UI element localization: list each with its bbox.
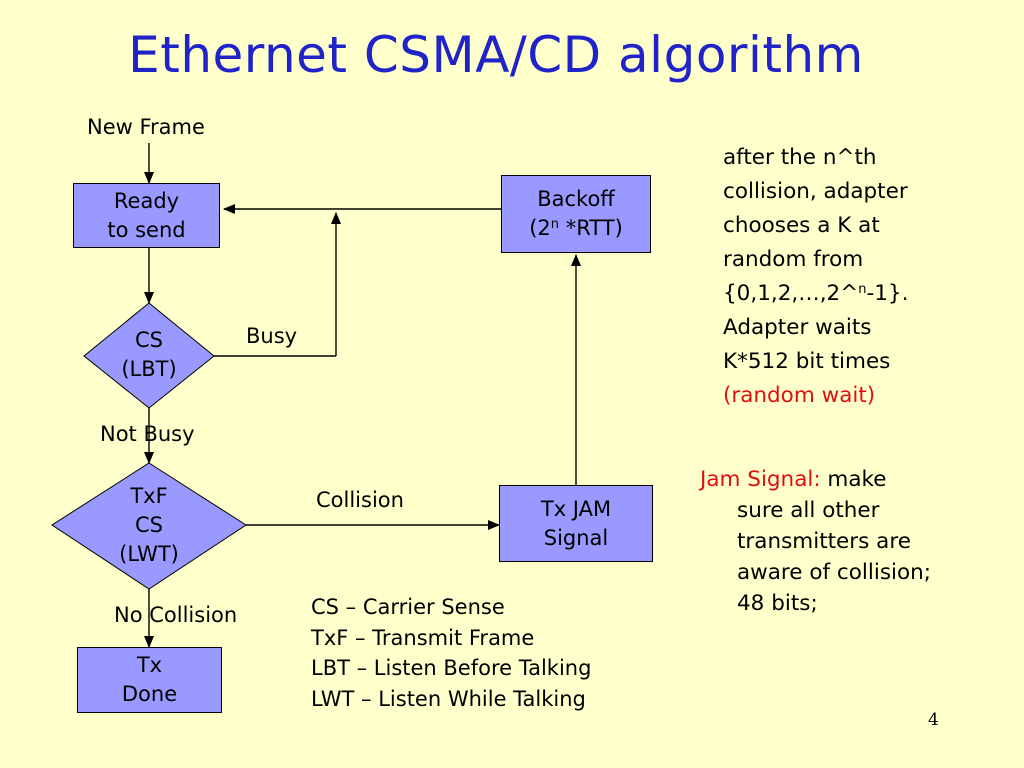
txjam-line1: Tx JAM	[540, 496, 612, 521]
txdone-line1: Tx	[136, 653, 163, 677]
ready-line1: Ready	[113, 188, 180, 213]
txf-line2: CS	[135, 513, 163, 537]
legend-item: LWT – Listen While Talking	[311, 686, 586, 711]
page-number: 4	[928, 710, 939, 730]
backoff-line1: Backoff	[537, 187, 615, 211]
legend-item: LBT – Listen Before Talking	[311, 656, 592, 680]
jam-signal-term: Jam Signal:	[700, 467, 821, 492]
backoff-box: Backoff (2n *RTT)	[501, 175, 651, 253]
txjam-line2: Signal	[543, 525, 609, 550]
legend-item: CS – Carrier Sense	[311, 595, 505, 619]
ready-to-send-box: Ready to send	[73, 183, 220, 248]
note-line: chooses a K at	[723, 213, 880, 238]
note-line: collision, adapter	[723, 179, 908, 204]
cs-label: CS (LBT)	[99, 326, 199, 384]
no-collision-label: No Collision	[114, 603, 238, 627]
tx-done-box: Tx Done	[77, 647, 222, 713]
cs-decision-diamond	[83, 302, 215, 409]
abbreviation-legend: CS – Carrier Sense TxF – Transmit Frame …	[311, 592, 591, 714]
new-frame-label: New Frame	[87, 115, 205, 139]
jam-line: 48 bits;	[737, 591, 818, 616]
note-line: {0,1,2,…,2^n-1}.	[723, 281, 909, 306]
txdone-line2: Done	[121, 682, 178, 706]
cs-line1: CS	[135, 328, 163, 352]
jam-line: aware of collision;	[737, 560, 932, 585]
jam-line: sure all other	[737, 498, 880, 523]
note-line: random from	[723, 247, 864, 272]
cs-line2: (LBT)	[121, 357, 177, 381]
jam-line: transmitters are	[737, 529, 911, 554]
ready-line2: to send	[107, 217, 186, 242]
backoff-note: after the n^th collision, adapter choose…	[723, 141, 983, 413]
note-line: K*512 bit times	[723, 349, 891, 374]
tx-jam-signal-box: Tx JAM Signal	[499, 485, 653, 562]
busy-label: Busy	[246, 324, 298, 348]
txf-label: TxF CS (LWT)	[99, 482, 199, 569]
txf-decision-diamond	[51, 462, 247, 590]
jam-signal-note: Jam Signal: make sure all other transmit…	[700, 464, 1000, 619]
txf-line1: TxF	[130, 484, 168, 508]
legend-item: TxF – Transmit Frame	[311, 625, 535, 650]
jam-line: Jam Signal: make	[700, 467, 887, 492]
not-busy-label: Not Busy	[100, 422, 195, 446]
slide-title: Ethernet CSMA/CD algorithm	[128, 26, 864, 84]
txf-line3: (LWT)	[119, 542, 179, 566]
note-line: after the n^th	[723, 145, 877, 170]
collision-label: Collision	[316, 488, 404, 512]
random-wait-highlight: (random wait)	[723, 383, 876, 408]
backoff-line2: (2n *RTT)	[529, 216, 623, 240]
note-line: Adapter waits	[723, 315, 872, 340]
